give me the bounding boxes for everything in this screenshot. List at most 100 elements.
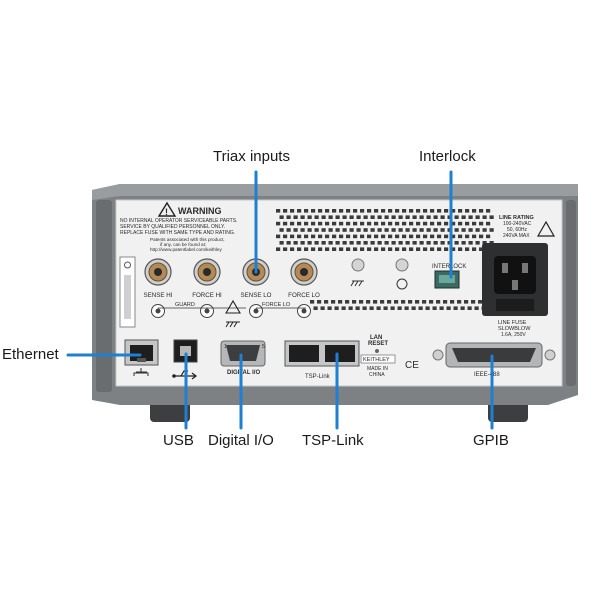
vent-hole (436, 300, 441, 304)
vent-hole (454, 228, 459, 232)
vent-hole (338, 300, 343, 304)
vent-hole (432, 306, 437, 310)
vent-hole (416, 247, 421, 251)
vent-hole (373, 300, 378, 304)
vent-hole (362, 306, 367, 310)
vent-hole (478, 300, 483, 304)
vent-hole (402, 209, 407, 213)
vent-hole (314, 241, 319, 245)
vent-hole (286, 215, 291, 219)
vent-hole (425, 306, 430, 310)
vent-hole (348, 306, 353, 310)
vent-hole (479, 221, 484, 226)
vent-hole (443, 300, 448, 304)
vent-hole (374, 209, 379, 213)
vent-hole (293, 228, 298, 232)
vent-hole (474, 306, 479, 310)
vent-hole (325, 247, 330, 251)
callout-triax-inputs: Triax inputs (213, 148, 290, 165)
vent-hole (311, 221, 316, 226)
ieee-488-label: IEEE-488 (474, 372, 500, 378)
vent-hole (416, 234, 421, 239)
patent-line-1: Patents associated with this product, (150, 237, 225, 242)
vent-hole (276, 234, 281, 239)
vent-hole (451, 209, 456, 213)
vent-hole (409, 234, 414, 239)
chassis-ground-icon (225, 321, 240, 328)
tsp-link-jack-1 (289, 345, 319, 362)
vent-hole (367, 234, 372, 239)
power-inlet-pin-2 (522, 263, 528, 273)
vent-hole (331, 300, 336, 304)
guard-label: GUARD (175, 302, 195, 308)
power-inlet-pin-3 (512, 280, 518, 290)
vent-hole (300, 215, 305, 219)
vent-hole (437, 234, 442, 239)
vent-hole (464, 300, 469, 304)
vent-hole (283, 209, 288, 213)
vent-hole (468, 241, 473, 245)
vent-hole (381, 247, 386, 251)
vent-hole (370, 215, 375, 219)
ground-screw-2 (395, 258, 409, 272)
vent-hole (320, 306, 325, 310)
vent-hole (339, 247, 344, 251)
keithley-badge (360, 354, 396, 364)
chassis-top-highlight (92, 184, 578, 200)
vent-hole (461, 215, 466, 219)
vent-hole (408, 300, 413, 304)
interlock-label: INTERLOCK (432, 264, 466, 270)
callout-ethernet: Ethernet (2, 346, 59, 363)
vent-hole (467, 306, 472, 310)
vent-hole (290, 234, 295, 239)
vent-hole (437, 209, 442, 213)
vent-hole (342, 228, 347, 232)
vent-hole (297, 247, 302, 251)
guard-terminal-center (253, 308, 259, 314)
vent-hole (412, 228, 417, 232)
vent-hole (381, 221, 386, 226)
warning-exclaim: ! (165, 207, 168, 217)
vent-hole (342, 215, 347, 219)
vent-hole (334, 306, 339, 310)
vent-hole (332, 234, 337, 239)
vent-hole (339, 234, 344, 239)
vent-hole (360, 221, 365, 226)
vent-hole (444, 247, 449, 251)
vent-hole (325, 209, 330, 213)
vent-hole (367, 209, 372, 213)
vent-hole (318, 234, 323, 239)
vent-hole (458, 234, 463, 239)
vent-hole (437, 247, 442, 251)
vent-hole (468, 215, 473, 219)
vent-hole (388, 221, 393, 226)
vent-hole (353, 221, 358, 226)
vent-hole (328, 228, 333, 232)
vent-hole (377, 241, 382, 245)
callout-interlock: Interlock (419, 148, 476, 165)
vent-hole (419, 215, 424, 219)
vent-hole (328, 241, 333, 245)
vent-hole (402, 234, 407, 239)
vent-hole (388, 234, 393, 239)
vent-hole (422, 300, 427, 304)
line-fuse-2: SLOWBLOW (498, 326, 531, 332)
triax-connector-label: FORCE LO (288, 292, 320, 299)
vent-hole (430, 234, 435, 239)
vent-hole (444, 221, 449, 226)
triax-connector-center (154, 268, 162, 276)
vent-hole (310, 300, 315, 304)
digital-io-port (226, 345, 260, 361)
vent-hole (359, 300, 364, 304)
vent-hole (391, 228, 396, 232)
vent-hole (374, 247, 379, 251)
vent-hole (304, 209, 309, 213)
line-fuse-3: 1.6A, 250V (501, 332, 526, 338)
vent-hole (363, 215, 368, 219)
vent-hole (283, 234, 288, 239)
vent-hole (345, 300, 350, 304)
warning-line-1: NO INTERNAL OPERATOR SERVICEABLE PARTS. (120, 218, 237, 224)
triax-connector-center (203, 268, 211, 276)
gpib-port (452, 348, 536, 362)
vent-hole (418, 306, 423, 310)
